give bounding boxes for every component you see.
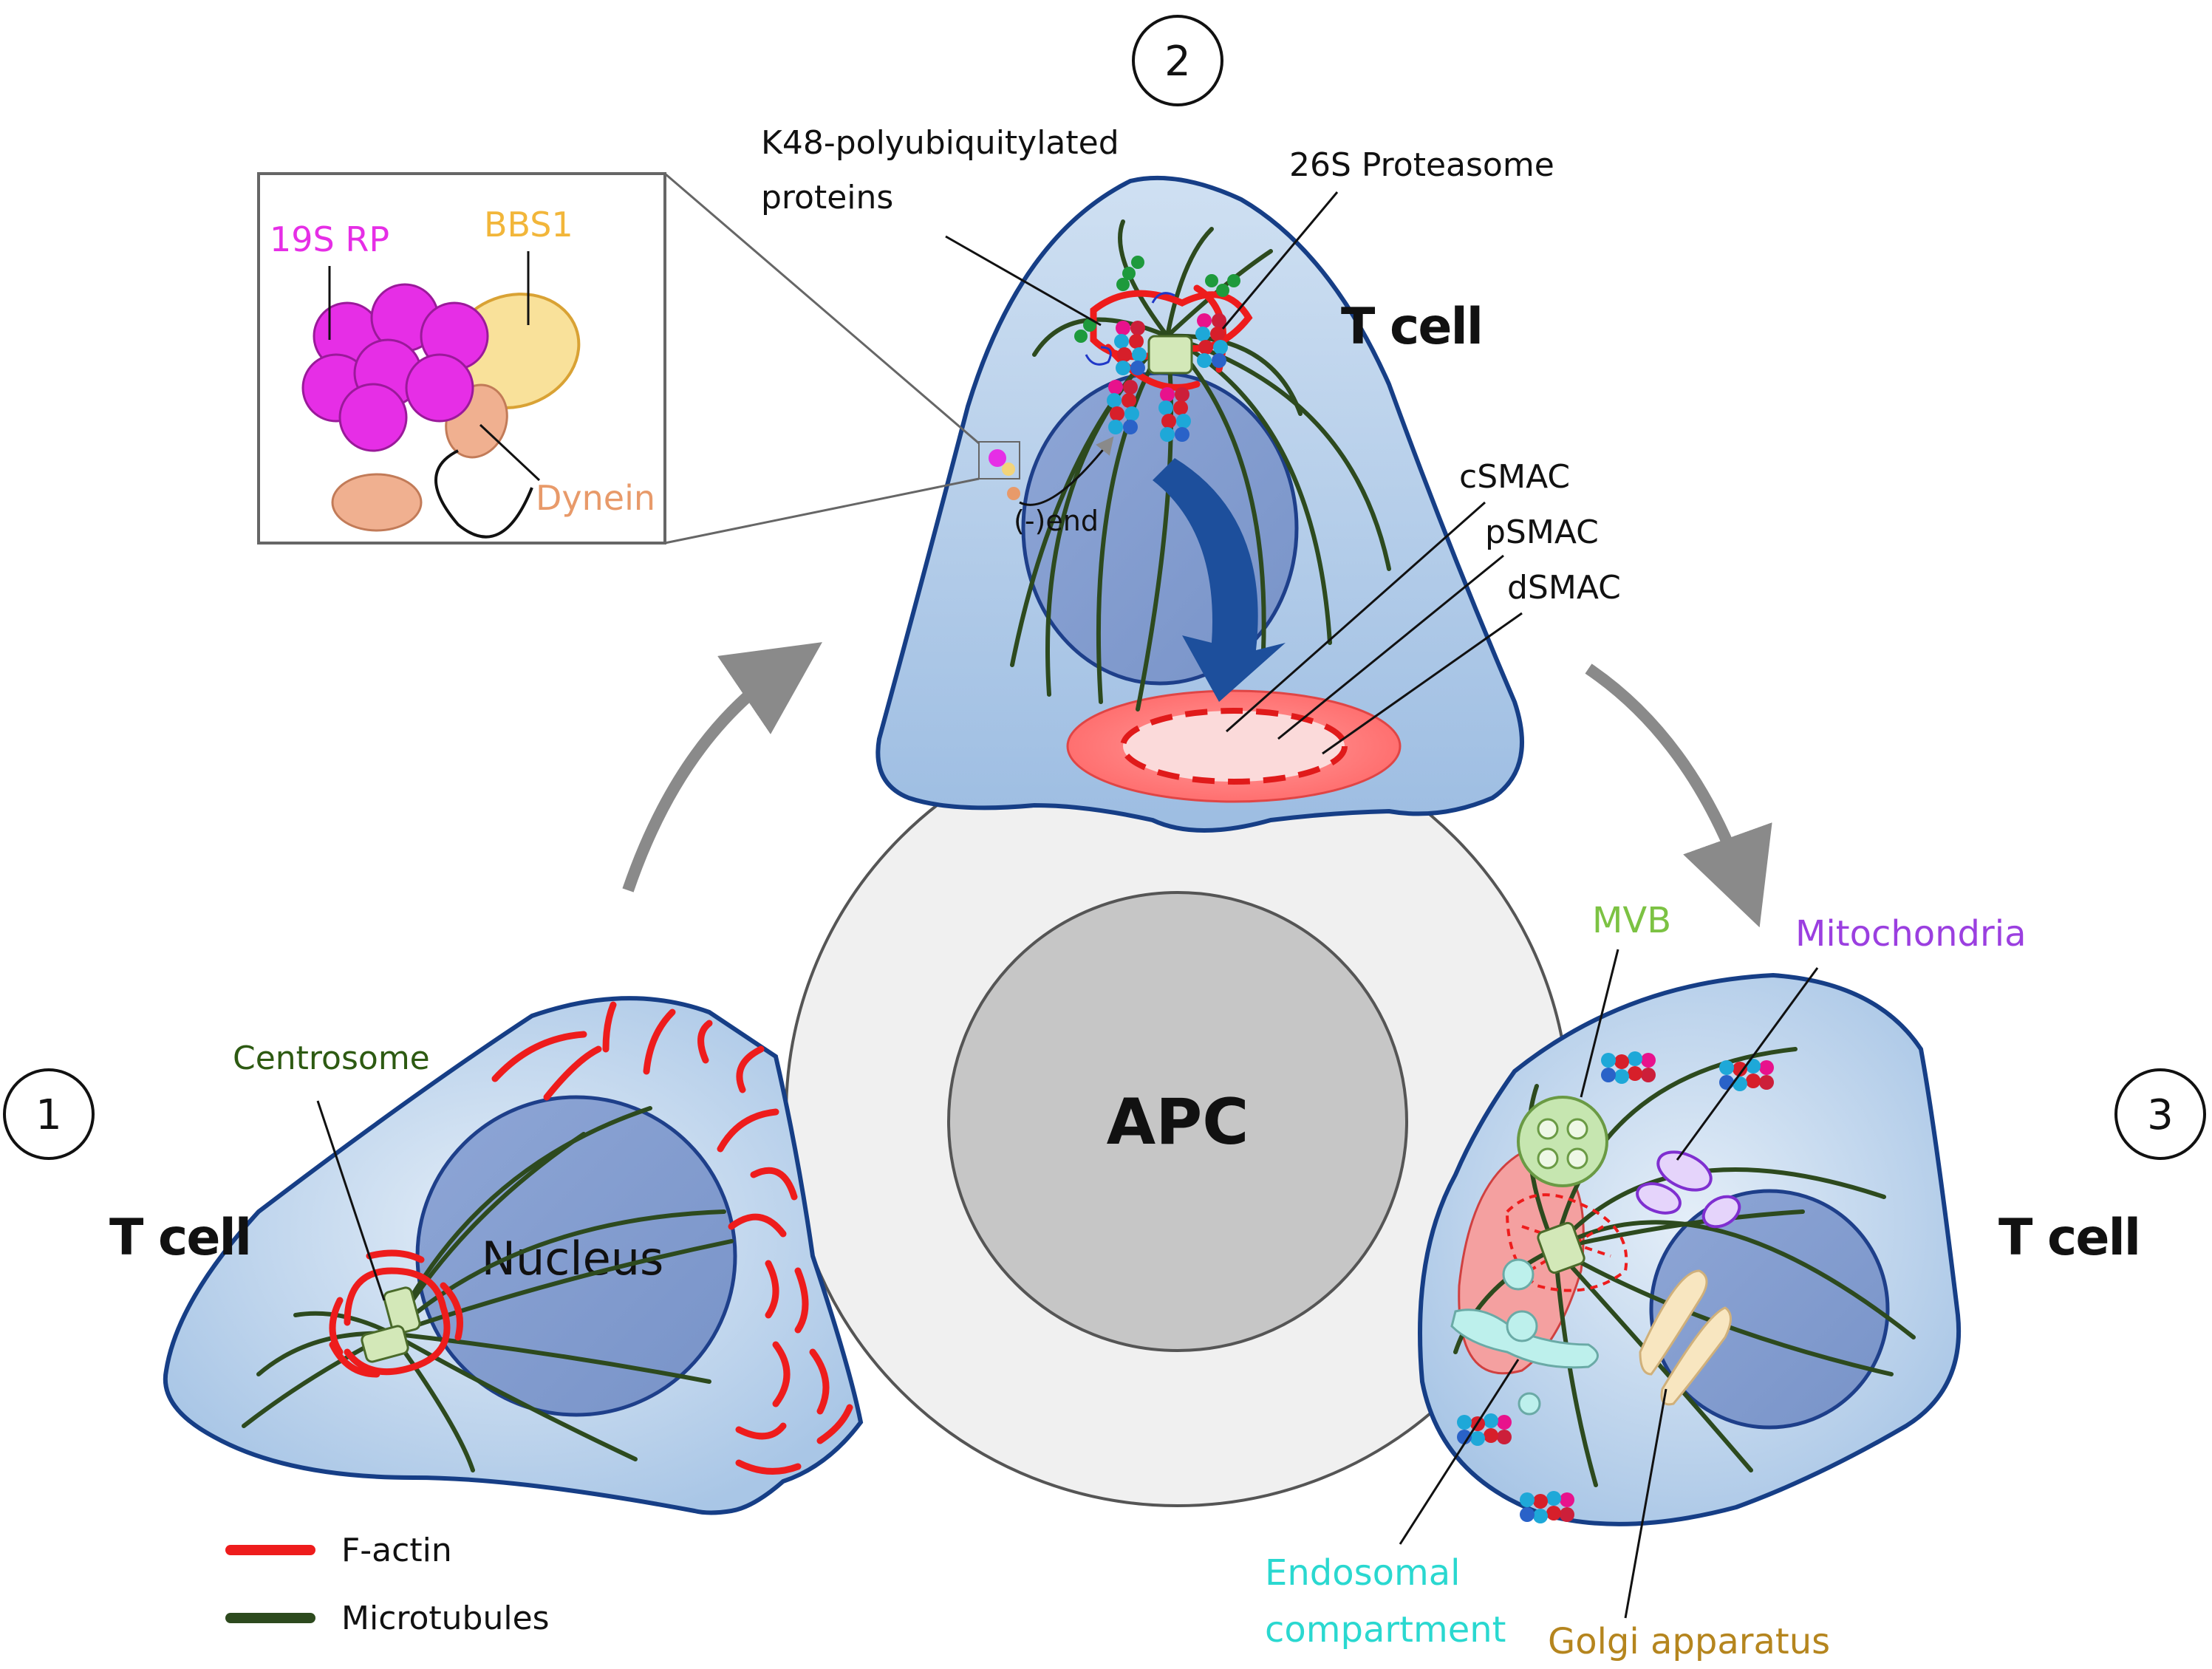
t-cell-3-label: T cell xyxy=(1998,1209,2140,1267)
mitochondria-label: Mitochondria xyxy=(1795,913,2027,955)
legend-microtubules-label: Microtubules xyxy=(341,1600,550,1637)
golgi-label: Golgi apparatus xyxy=(1548,1621,1830,1662)
centrosome-3 xyxy=(1537,1221,1585,1274)
endosomal-compartment xyxy=(1450,1258,1599,1416)
inset-bbs1-label: BBS1 xyxy=(484,205,573,245)
polarization-arrow xyxy=(1153,458,1286,702)
endosomal-label-line1: Endosomal xyxy=(1265,1552,1460,1594)
t-cell-2: (-)end K48-polyubiquitylated proteins 26… xyxy=(761,124,1621,833)
endosomal-label-line2: compartment xyxy=(1265,1609,1506,1651)
centrosome-label: Centrosome xyxy=(233,1040,430,1077)
k48-label-line2: proteins xyxy=(761,179,893,216)
t-cell-3: MVB Mitochondria T cell Endosomal compar… xyxy=(1265,900,2141,1662)
step-number-2: 2 xyxy=(1164,38,1191,86)
dynein-shape-2 xyxy=(331,473,423,532)
mvb xyxy=(1517,1096,1608,1187)
t-cell-1-label: T cell xyxy=(109,1209,250,1267)
apc-label: APC xyxy=(1107,1085,1249,1159)
legend: F-actin Microtubules xyxy=(225,1532,550,1637)
apc-cell: APC xyxy=(785,721,1571,1507)
step-badge-2: 2 xyxy=(1132,15,1223,106)
psmac-label: pSMAC xyxy=(1485,513,1599,551)
mitochondria-group xyxy=(1636,1150,1741,1229)
inset-dynein-label: Dynein xyxy=(536,478,655,518)
mvb-label: MVB xyxy=(1592,900,1671,941)
step-number-3: 3 xyxy=(2147,1091,2174,1139)
minus-end-label: (-)end xyxy=(1014,505,1099,537)
t-cell-2-label: T cell xyxy=(1341,298,1482,356)
k48-label-line1: K48-polyubiquitylated xyxy=(761,124,1119,162)
inset-panel: 19S RP BBS1 Dynein xyxy=(257,172,980,545)
ubiquitin-chains xyxy=(1074,256,1240,343)
centrosome-2 xyxy=(1147,335,1193,375)
step-number-1: 1 xyxy=(35,1091,62,1139)
dsmac-label: dSMAC xyxy=(1507,569,1621,607)
t-cell-1: Nucleus xyxy=(109,996,864,1515)
step-badge-3: 3 xyxy=(2114,1068,2206,1160)
cycle-arrow-2-to-3 xyxy=(1585,663,1772,928)
psmac-ring xyxy=(1120,708,1348,785)
inset-rp-label: 19S RP xyxy=(270,219,389,259)
minus-end-box xyxy=(978,441,1020,479)
centrosome-1 xyxy=(361,1286,421,1363)
cycle-arrow-1-to-2 xyxy=(622,642,822,892)
step-badge-1: 1 xyxy=(3,1068,95,1160)
golgi-apparatus xyxy=(1639,1269,1732,1406)
csmac-label: cSMAC xyxy=(1459,458,1570,496)
nucleus-3 xyxy=(1649,1189,1890,1430)
proteasome-label: 26S Proteasome xyxy=(1289,146,1554,184)
rp-spheres xyxy=(301,283,489,452)
legend-f-actin-label: F-actin xyxy=(341,1532,452,1569)
